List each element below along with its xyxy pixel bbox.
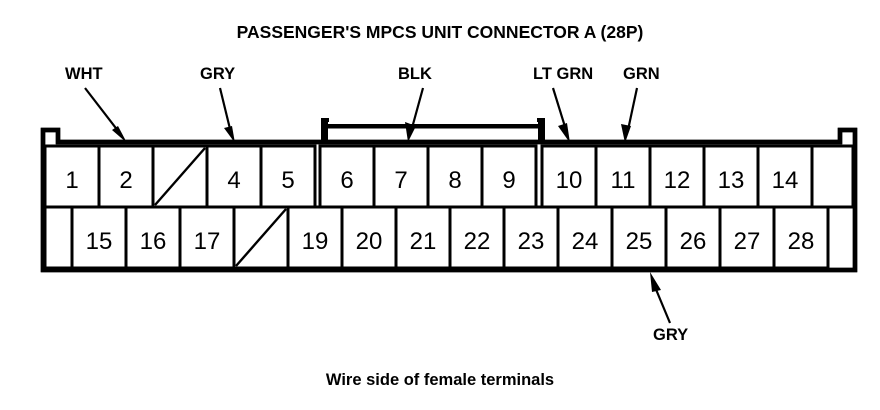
terminal-cell-4[interactable]: 4 <box>205 144 263 209</box>
terminal-cell-1-number: 1 <box>65 167 78 194</box>
leader-arrow-gry-top <box>218 87 235 143</box>
terminal-cell-6-number: 6 <box>340 167 353 194</box>
terminal-cell-10-number: 10 <box>556 167 583 194</box>
terminal-cell-8-number: 8 <box>448 167 461 194</box>
terminal-cell-13-number: 13 <box>718 167 745 194</box>
terminal-cell-21[interactable]: 21 <box>394 205 452 270</box>
terminal-cell-28-number: 28 <box>788 228 815 255</box>
leader-arrow-blk <box>405 87 425 142</box>
leader-arrow-wht <box>84 87 127 143</box>
terminal-cell-17[interactable]: 17 <box>178 205 236 270</box>
wire-label-gry-bottom: GRY <box>653 326 688 344</box>
terminal-cell-5-number: 5 <box>281 167 294 194</box>
blank-slash-bottom <box>235 208 287 267</box>
terminal-cell-6[interactable]: 6 <box>318 144 376 209</box>
terminal-cell-1[interactable]: 1 <box>43 144 101 209</box>
terminal-cell-14[interactable]: 14 <box>756 144 814 209</box>
terminal-cell-25[interactable]: 25 <box>610 205 668 270</box>
blank-slash-top <box>154 147 206 206</box>
terminal-cell-19-number: 19 <box>302 228 329 255</box>
terminal-cell-22[interactable]: 22 <box>448 205 506 270</box>
terminal-cell-15[interactable]: 15 <box>70 205 128 270</box>
connector-locking-tab <box>321 118 545 144</box>
terminal-cell-26-number: 26 <box>680 228 707 255</box>
terminal-cell-24[interactable]: 24 <box>556 205 614 270</box>
diagram-title: PASSENGER'S MPCS UNIT CONNECTOR A (28P) <box>237 22 644 42</box>
terminal-cell-28[interactable]: 28 <box>772 205 830 270</box>
connector-shell-overstroke <box>40 127 858 273</box>
leader-arrow-gry-bottom <box>650 272 672 324</box>
terminal-row-bottom: 15 16 17 19 <box>43 205 830 270</box>
terminal-cell-11-number: 11 <box>611 167 636 194</box>
terminal-cell-9-number: 9 <box>502 167 515 194</box>
wire-label-wht: WHT <box>65 65 103 83</box>
terminal-cell-26[interactable]: 26 <box>664 205 722 270</box>
diagram-caption: Wire side of female terminals <box>326 371 554 389</box>
leader-arrow-grn <box>621 87 639 143</box>
terminal-cell-11[interactable]: 11 <box>594 144 652 209</box>
terminal-cell-21-number: 21 <box>410 228 437 255</box>
leader-arrow-lt-grn <box>551 87 570 143</box>
terminal-cell-23[interactable]: 23 <box>502 205 560 270</box>
terminal-cell-10[interactable]: 10 <box>540 144 598 209</box>
terminal-cell-12-number: 12 <box>664 167 691 194</box>
terminal-cell-18-blank[interactable] <box>232 205 290 270</box>
terminal-cell-27[interactable]: 27 <box>718 205 776 270</box>
terminal-cell-24-number: 24 <box>572 228 599 255</box>
terminal-cell-19[interactable]: 19 <box>286 205 344 270</box>
terminal-cell-13[interactable]: 13 <box>702 144 760 209</box>
terminal-cell-top-right-filler <box>810 144 855 209</box>
wire-label-gry-top: GRY <box>200 65 235 83</box>
terminal-cell-17-number: 17 <box>194 228 221 255</box>
terminal-cell-20[interactable]: 20 <box>340 205 398 270</box>
wire-label-grn: GRN <box>623 65 660 83</box>
terminal-cell-2-number: 2 <box>119 167 132 194</box>
terminal-cell-2[interactable]: 2 <box>97 144 155 209</box>
terminal-cell-7-number: 7 <box>394 167 407 194</box>
terminal-cell-14-number: 14 <box>772 167 799 194</box>
terminal-cell-15-number: 15 <box>86 228 113 255</box>
terminal-cell-7[interactable]: 7 <box>372 144 430 209</box>
terminal-cell-20-number: 20 <box>356 228 383 255</box>
terminal-cell-5[interactable]: 5 <box>259 144 317 209</box>
terminal-cell-bottom-left-filler <box>43 205 74 270</box>
terminal-cell-12[interactable]: 12 <box>648 144 706 209</box>
terminal-cell-16-number: 16 <box>140 228 167 255</box>
terminal-cell-25-number: 25 <box>626 228 653 255</box>
terminal-cell-27-number: 27 <box>734 228 761 255</box>
terminal-cell-3-blank[interactable] <box>151 144 209 209</box>
terminal-cell-16[interactable]: 16 <box>124 205 182 270</box>
wire-label-lt-grn: LT GRN <box>533 65 593 83</box>
terminal-cell-4-number: 4 <box>227 167 240 194</box>
terminal-row-top: 1 2 4 5 6 <box>43 144 855 209</box>
terminal-cell-9[interactable]: 9 <box>480 144 538 209</box>
wire-label-blk: BLK <box>398 65 432 83</box>
terminal-cell-8[interactable]: 8 <box>426 144 484 209</box>
terminal-cell-22-number: 22 <box>464 228 491 255</box>
terminal-cell-23-number: 23 <box>518 228 545 255</box>
